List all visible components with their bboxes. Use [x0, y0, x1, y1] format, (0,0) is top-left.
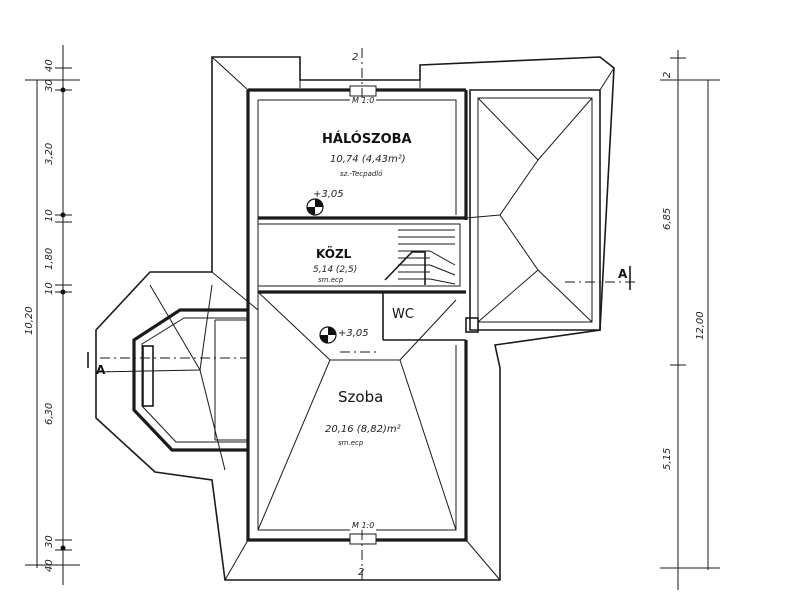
room-name-kozl: KÖZL [316, 246, 352, 261]
level-lower-label: +3,05 [338, 328, 369, 339]
axis-bottom-label: 2 [358, 567, 364, 578]
room-name-szoba: Szoba [338, 388, 383, 406]
section-marker-left: A [96, 363, 106, 377]
dim-left-5: 1,80 [44, 248, 55, 270]
room-area-szoba: 20,16 (8,82)m² [325, 424, 401, 435]
dim-left-4: 10 [44, 209, 55, 222]
left-bay [95, 284, 248, 471]
dim-left-1: 30 [44, 79, 55, 92]
main-walls [246, 85, 601, 545]
level-marker-upper: +3,05 [306, 189, 344, 216]
room-note-szoba: sm.ecp [338, 439, 364, 447]
dim-left-2: 40 [44, 59, 55, 72]
room-note-kozl: sm.ecp [318, 276, 344, 284]
left-dimension-chain: 30 40 3,20 10 1,80 10 6,30 30 40 10,20 [24, 45, 80, 585]
level-upper-label: +3,05 [313, 189, 344, 200]
room-area-haloszoba: 10,74 (4,43m²) [330, 154, 406, 165]
window-top-mark: M 1:0 [352, 96, 374, 105]
dim-left-3: 3,20 [44, 143, 55, 165]
roof-hip-lines [211, 56, 615, 581]
staircase [384, 223, 461, 287]
room-note-haloszoba: sz.-Tecpadló [340, 170, 383, 178]
room-name-haloszoba: HÁLÓSZOBA [322, 131, 412, 147]
dim-right-2: 6,85 [662, 208, 673, 230]
dim-right-1: 2 [662, 72, 673, 78]
dim-left-8: 30 [44, 535, 55, 548]
level-marker-lower: +3,05 [319, 326, 369, 344]
dim-left-9: 40 [44, 559, 55, 572]
window-bottom-mark: M 1:0 [352, 521, 374, 530]
vent-box [465, 317, 479, 333]
dim-left-6: 10 [44, 282, 55, 295]
dim-right-3: 5,15 [662, 448, 673, 470]
axis-top-label: 2 [352, 52, 358, 63]
section-marker-right: A [618, 267, 628, 281]
right-dimension-chain: 2 6,85 5,15 12,00 [660, 50, 720, 590]
dim-left-7: 6,30 [44, 403, 55, 425]
dim-right-total: 12,00 [695, 311, 706, 340]
dim-left-total: 10,20 [24, 306, 35, 335]
room-name-wc: WC [392, 307, 414, 322]
room-area-kozl: 5,14 (2,5) [313, 265, 357, 275]
axis-lines [87, 48, 635, 580]
